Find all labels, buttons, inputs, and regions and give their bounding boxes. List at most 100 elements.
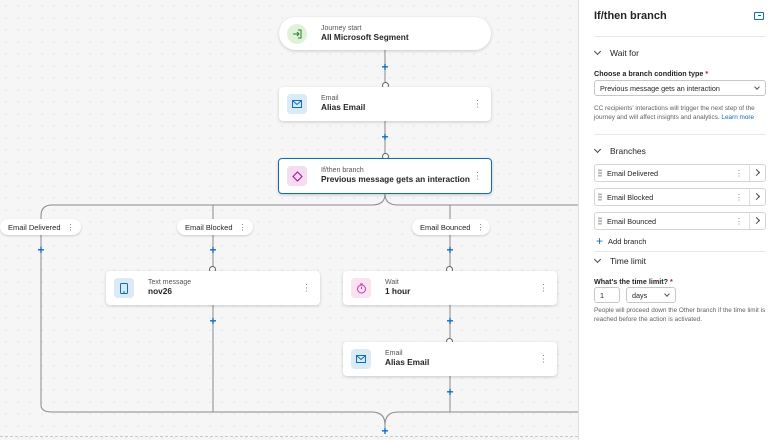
more-options-icon[interactable]: ⋮ — [735, 216, 743, 226]
more-options-icon[interactable]: ⋮ — [539, 282, 548, 293]
branch-label-email-blocked[interactable]: Email Blocked ⋮ — [177, 219, 253, 235]
drag-handle-icon[interactable] — [598, 217, 602, 225]
more-options-icon[interactable]: ⋮ — [473, 98, 482, 109]
more-options-icon[interactable]: ⋮ — [473, 170, 482, 181]
branch-name: Email Delivered — [607, 168, 659, 178]
time-limit-label: What's the time limit? * — [594, 277, 673, 286]
section-heading: Branches — [610, 146, 646, 156]
condition-helper-text: CC recipients' interactions will trigger… — [594, 104, 770, 123]
wait-duration: 1 hour — [385, 286, 411, 297]
text-message-node[interactable]: Text message nov26 ⋮ — [106, 271, 320, 305]
more-options-icon[interactable]: ⋮ — [238, 222, 247, 232]
time-limit-question: What's the time limit? — [594, 277, 668, 286]
email-node[interactable]: Email Alias Email ⋮ — [279, 87, 491, 121]
add-step-plus[interactable]: + — [381, 60, 389, 74]
divider — [594, 251, 766, 252]
branch-label-email-delivered[interactable]: Email Delivered ⋮ — [0, 219, 81, 235]
time-limit-unit-select[interactable]: days — [626, 287, 676, 303]
collapse-panel-icon[interactable] — [754, 12, 764, 20]
more-options-icon[interactable]: ⋮ — [735, 192, 743, 202]
branch-name: Email Blocked — [607, 192, 654, 202]
more-options-icon[interactable]: ⋮ — [66, 222, 75, 232]
time-limit-helper-text: People will proceed down the Other branc… — [594, 307, 766, 324]
add-step-plus[interactable]: + — [209, 314, 217, 328]
add-step-plus[interactable]: + — [446, 314, 454, 328]
branch-label-text: Email Bounced — [420, 222, 471, 232]
chevron-down-icon — [593, 47, 602, 56]
condition-type-value: Previous message gets an interaction — [600, 83, 720, 93]
add-step-plus[interactable]: + — [381, 130, 389, 144]
if-then-branch-node[interactable]: If/then branch Previous message gets an … — [278, 158, 492, 194]
branch-row-email-bounced[interactable]: Email Bounced ⋮ — [594, 212, 766, 230]
section-time-limit-toggle[interactable]: Time limit — [593, 255, 647, 266]
more-options-icon[interactable]: ⋮ — [539, 353, 548, 364]
email-icon — [351, 349, 371, 369]
email-caption: Email — [321, 95, 339, 103]
text-message-name: nov26 — [148, 286, 172, 297]
properties-panel: If/then branch Wait for Choose a branch … — [578, 0, 780, 440]
chevron-down-icon — [593, 145, 602, 154]
timer-icon — [351, 278, 371, 298]
plus-icon: + — [596, 234, 604, 248]
branch-condition: Previous message gets an interaction — [321, 174, 470, 185]
chevron-down-icon — [754, 84, 760, 90]
condition-type-label-text: Choose a branch condition type — [594, 69, 704, 78]
section-heading: Time limit — [610, 256, 647, 266]
branch-name: Email Bounced — [607, 216, 657, 226]
branch-caption: If/then branch — [321, 167, 364, 175]
add-step-plus[interactable]: + — [381, 424, 389, 438]
required-mark: * — [670, 277, 673, 286]
divider — [594, 36, 766, 37]
phone-icon — [114, 278, 134, 298]
add-branch-label: Add branch — [608, 236, 647, 246]
wait-node[interactable]: Wait 1 hour ⋮ — [343, 271, 557, 305]
panel-title: If/then branch — [594, 10, 667, 22]
learn-more-link[interactable]: Learn more — [721, 114, 755, 122]
add-step-plus[interactable]: + — [209, 243, 217, 257]
branch-row-email-blocked[interactable]: Email Blocked ⋮ — [594, 188, 766, 206]
add-step-plus[interactable]: + — [446, 243, 454, 257]
email-node[interactable]: Email Alias Email ⋮ — [343, 342, 557, 376]
required-mark: * — [705, 69, 709, 78]
enter-icon — [287, 23, 307, 44]
email-name: Alias Email — [321, 102, 366, 113]
email-caption: Email — [385, 350, 403, 358]
branch-row-email-delivered[interactable]: Email Delivered ⋮ — [594, 164, 766, 182]
section-wait-for-toggle[interactable]: Wait for — [593, 47, 639, 58]
time-limit-amount: 1 — [600, 290, 604, 300]
more-options-icon[interactable]: ⋮ — [735, 168, 743, 178]
chevron-down-icon — [593, 255, 602, 264]
time-limit-amount-input[interactable]: 1 — [594, 287, 620, 303]
branch-label-text: Email Blocked — [185, 222, 233, 232]
helper-text: CC recipients' interactions will trigger… — [594, 105, 755, 122]
email-icon — [287, 94, 307, 114]
branch-label-email-bounced[interactable]: Email Bounced ⋮ — [412, 219, 491, 235]
connector-lines — [40, 50, 578, 430]
add-step-plus[interactable]: + — [37, 243, 45, 257]
more-options-icon[interactable]: ⋮ — [302, 282, 311, 293]
chevron-right-icon[interactable] — [749, 165, 765, 181]
journey-start-segment: All Microsoft Segment — [321, 31, 409, 42]
journey-start-caption: Journey start — [321, 24, 362, 32]
section-branches-toggle[interactable]: Branches — [593, 145, 646, 156]
email-name: Alias Email — [385, 357, 430, 368]
wait-caption: Wait — [385, 279, 399, 287]
time-limit-unit: days — [632, 290, 648, 300]
add-step-plus[interactable]: + — [446, 385, 454, 399]
journey-start-node[interactable]: Journey start All Microsoft Segment — [279, 17, 491, 50]
divider — [594, 134, 766, 135]
drag-handle-icon[interactable] — [598, 193, 602, 201]
condition-type-select[interactable]: Previous message gets an interaction — [594, 80, 766, 96]
canvas-edge — [0, 436, 578, 437]
branch-icon — [287, 166, 307, 186]
branch-label-text: Email Delivered — [8, 222, 61, 232]
add-branch-button[interactable]: + Add branch — [596, 234, 647, 248]
more-options-icon[interactable]: ⋮ — [476, 222, 485, 232]
chevron-right-icon[interactable] — [749, 213, 765, 229]
drag-handle-icon[interactable] — [598, 169, 602, 177]
chevron-right-icon[interactable] — [749, 189, 765, 205]
journey-canvas[interactable]: Journey start All Microsoft Segment + Em… — [0, 0, 578, 440]
text-message-caption: Text message — [148, 279, 192, 287]
condition-type-label: Choose a branch condition type * — [594, 69, 708, 78]
section-heading: Wait for — [610, 48, 639, 58]
